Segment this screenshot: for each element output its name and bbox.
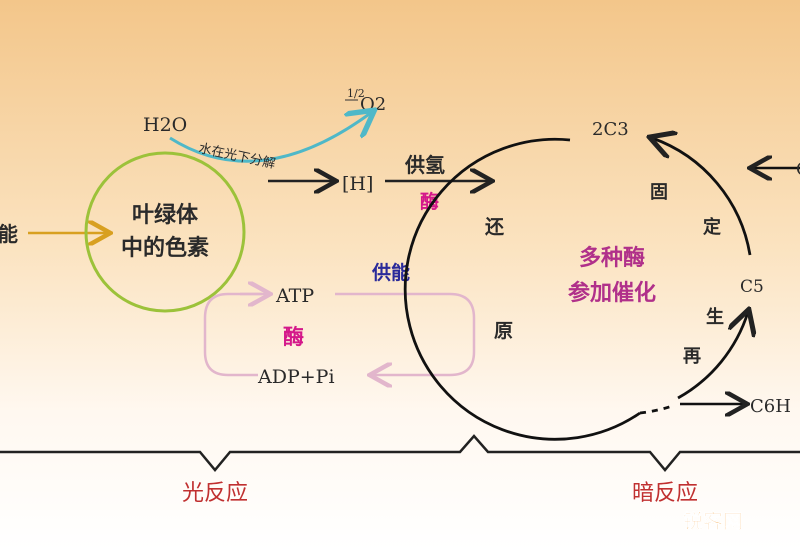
center-label-2: 参加催化 xyxy=(568,280,656,306)
enzyme-label-1: 酶 xyxy=(420,190,439,213)
glucose-label: C6H xyxy=(750,396,791,417)
c3-label: 2C3 xyxy=(592,119,629,140)
enzyme-label-2: 酶 xyxy=(283,324,304,349)
reaction-braces xyxy=(0,434,800,472)
reduce-label-1: 还 xyxy=(484,216,505,238)
pigment-label-1: 叶绿体 xyxy=(132,202,199,228)
regeneration-arc xyxy=(677,312,748,400)
adp-label: ADP+Pi xyxy=(257,366,335,388)
atp-label: ATP xyxy=(275,285,314,307)
watermark-logo: 锐客网 xyxy=(683,509,743,533)
regen-label-1: 生 xyxy=(706,306,724,328)
c5-label: C5 xyxy=(740,277,764,297)
h-label: [H] xyxy=(342,173,373,195)
fix-label-1: 固 xyxy=(650,182,668,203)
light-reaction-label: 光反应 xyxy=(182,481,248,506)
co2-label: C xyxy=(796,159,800,180)
pigment-circle xyxy=(84,151,246,313)
regen-label-2: 再 xyxy=(683,346,701,367)
supply-h-label: 供氢 xyxy=(404,153,445,177)
light-energy-label: 能 xyxy=(0,222,18,246)
o2-fraction: 1/2 xyxy=(347,87,365,100)
fixation-arc xyxy=(652,138,752,256)
calvin-cycle-left-arc xyxy=(403,137,641,441)
o2-label: O2 xyxy=(360,94,386,115)
dark-reaction-label: 暗反应 xyxy=(632,481,698,506)
fix-label-2: 定 xyxy=(703,216,721,238)
adp-to-atp-loop xyxy=(203,292,262,377)
supply-energy-label: 供能 xyxy=(371,261,410,284)
h2o-label: H2O xyxy=(143,114,187,136)
atp-to-adp-loop xyxy=(335,292,476,375)
pigment-label-2: 中的色素 xyxy=(121,235,209,261)
center-label-1: 多种酶 xyxy=(579,245,645,271)
reduce-label-2: 原 xyxy=(494,320,513,342)
water-split-arrow xyxy=(169,112,372,163)
